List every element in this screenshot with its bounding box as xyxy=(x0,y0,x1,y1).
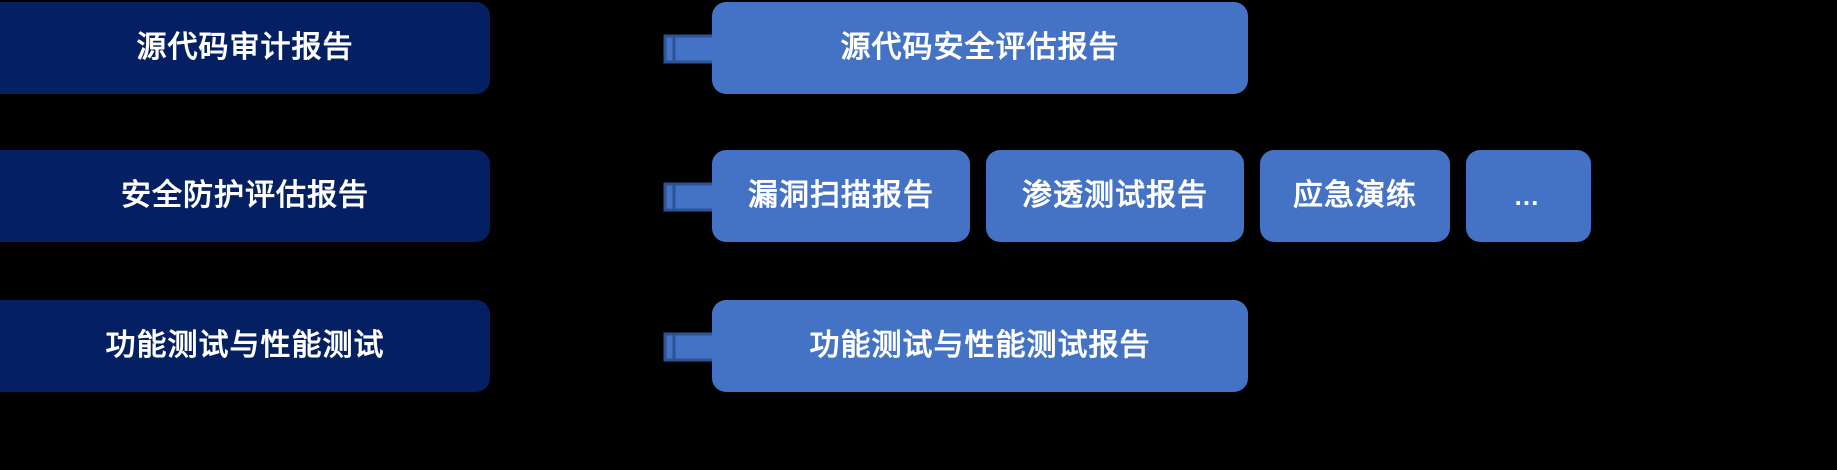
mapping-row: 功能测试与性能测试 功能测试与性能测试报告 xyxy=(0,300,1837,396)
output-box[interactable]: 漏洞扫描报告 xyxy=(712,150,970,242)
output-box-more[interactable]: … xyxy=(1466,150,1591,242)
source-box-label: 安全防护评估报告 xyxy=(121,179,369,212)
output-box[interactable]: 渗透测试报告 xyxy=(986,150,1244,242)
source-box[interactable]: 功能测试与性能测试 xyxy=(0,300,490,392)
output-box[interactable]: 应急演练 xyxy=(1260,150,1450,242)
output-box[interactable]: 功能测试与性能测试报告 xyxy=(712,300,1248,392)
mapping-row: 安全防护评估报告 漏洞扫描报告 渗透测试报告 应急演练 … xyxy=(0,150,1837,246)
output-box-group: 源代码安全评估报告 xyxy=(712,2,1248,94)
output-box-label: 漏洞扫描报告 xyxy=(748,179,934,212)
output-box-group: 功能测试与性能测试报告 xyxy=(712,300,1248,392)
source-box-label: 源代码审计报告 xyxy=(136,31,354,64)
source-box[interactable]: 安全防护评估报告 xyxy=(0,150,490,242)
mapping-row: 源代码审计报告 源代码安全评估报告 xyxy=(0,2,1837,98)
output-box[interactable]: 源代码安全评估报告 xyxy=(712,2,1248,94)
output-box-label: … xyxy=(1513,181,1544,211)
output-box-label: 应急演练 xyxy=(1293,179,1417,212)
source-box[interactable]: 源代码审计报告 xyxy=(0,2,490,94)
output-box-label: 功能测试与性能测试报告 xyxy=(809,329,1151,362)
output-box-label: 渗透测试报告 xyxy=(1022,179,1208,212)
output-box-label: 源代码安全评估报告 xyxy=(840,31,1120,64)
output-box-group: 漏洞扫描报告 渗透测试报告 应急演练 … xyxy=(712,150,1591,242)
source-box-label: 功能测试与性能测试 xyxy=(105,329,385,362)
